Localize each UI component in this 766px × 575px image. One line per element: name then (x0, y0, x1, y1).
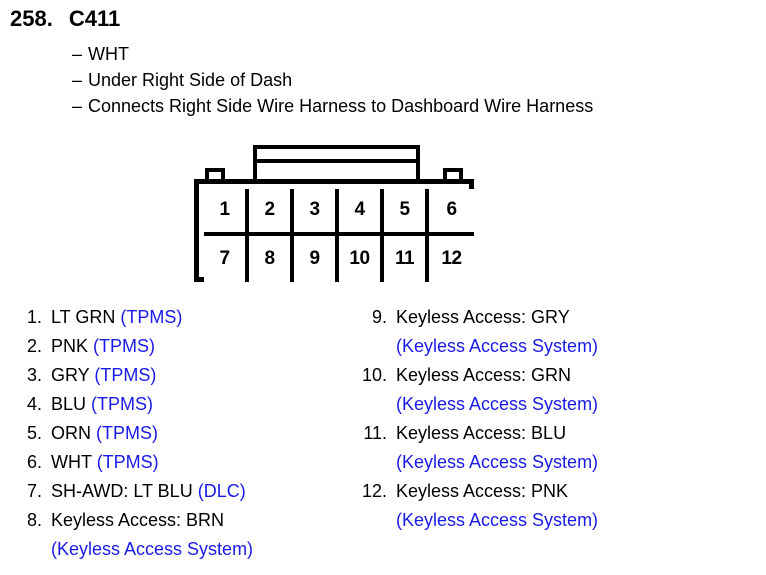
pin-number: 3. (26, 365, 42, 385)
pin-cell-11: 11 (384, 235, 429, 282)
pin-description: Keyless Access: GRN (Keyless Access Syste… (387, 361, 755, 419)
pin-description: Keyless Access: BLU (Keyless Access Syste… (387, 419, 755, 477)
list-item: 6. WHT (TPMS) (16, 448, 346, 477)
connector-attributes: –WHT –Under Right Side of Dash –Connects… (72, 41, 593, 119)
pin-system: (DLC) (197, 481, 246, 501)
pin-wire-color: WHT (51, 452, 92, 472)
list-item: 12. Keyless Access: PNK (Keyless Access S… (355, 477, 755, 535)
pin-wire-color: ORN (51, 423, 91, 443)
pin-system: (TPMS) (94, 365, 157, 385)
pin-description: SH-AWD: LT BLU (DLC) (42, 477, 346, 506)
pin-number: 7. (26, 481, 42, 501)
pin-description: PNK (TPMS) (42, 332, 346, 361)
pin-number: 2. (26, 336, 42, 356)
pin-number: 9. (371, 307, 387, 327)
pin-wire-color: Keyless Access: PNK (396, 481, 569, 501)
pin-cell-8: 8 (249, 235, 294, 282)
pin-number: 4. (26, 394, 42, 414)
pin-description: Keyless Access: GRY (Keyless Access Syste… (387, 303, 755, 361)
pin-number: 5. (26, 423, 42, 443)
pin-description: ORN (TPMS) (42, 419, 346, 448)
connector-diagram: 1 2 3 4 5 6 7 8 9 10 11 12 (194, 145, 474, 282)
attribute-connects: Connects Right Side Wire Harness to Dash… (88, 96, 594, 116)
pin-cell-6: 6 (429, 189, 474, 236)
list-item: 4. BLU (TPMS) (16, 390, 346, 419)
pin-description: Keyless Access: PNK (Keyless Access Syste… (387, 477, 755, 535)
pin-system: (TPMS) (96, 423, 159, 443)
pin-cell-2: 2 (249, 189, 294, 236)
list-item: 2. PNK (TPMS) (16, 332, 346, 361)
item-number: 258. (10, 6, 53, 31)
list-item: 3. GRY (TPMS) (16, 361, 346, 390)
pin-cell-9: 9 (294, 235, 339, 282)
pin-list-right: 9. Keyless Access: GRY (Keyless Access Sy… (355, 303, 755, 535)
connector-latch-tab (253, 145, 420, 183)
attribute-location: Under Right Side of Dash (88, 70, 293, 90)
list-item: 1. LT GRN (TPMS) (16, 303, 346, 332)
pin-cell-7: 7 (204, 235, 249, 282)
connector-body: 1 2 3 4 5 6 7 8 9 10 11 12 (194, 179, 474, 282)
pin-description: Keyless Access: BRN (Keyless Access Syste… (42, 506, 346, 564)
dash-icon: – (72, 44, 83, 64)
pin-system: (TPMS) (93, 336, 156, 356)
pin-cell-12: 12 (429, 235, 474, 282)
attribute-line: –WHT (72, 41, 593, 67)
pin-wire-color: Keyless Access: BRN (51, 510, 225, 530)
pin-list-left: 1. LT GRN (TPMS) 2. PNK (TPMS) 3. GRY (T… (16, 303, 346, 564)
pin-system: (TPMS) (91, 394, 154, 414)
list-item: 9. Keyless Access: GRY (Keyless Access Sy… (355, 303, 755, 361)
list-item: 10. Keyless Access: GRN (Keyless Access S… (355, 361, 755, 419)
connector-id: C411 (68, 6, 121, 31)
pin-system: (Keyless Access System) (396, 394, 599, 414)
list-item: 8. Keyless Access: BRN (Keyless Access Sy… (16, 506, 346, 564)
pin-cell-1: 1 (204, 189, 249, 236)
pin-wire-color: Keyless Access: GRY (396, 307, 570, 327)
pin-wire-color: BLU (51, 394, 87, 414)
attribute-line: –Under Right Side of Dash (72, 67, 593, 93)
list-item: 11. Keyless Access: BLU (Keyless Access S… (355, 419, 755, 477)
pin-cell-4: 4 (339, 189, 384, 236)
pin-cell-5: 5 (384, 189, 429, 236)
pin-description: GRY (TPMS) (42, 361, 346, 390)
pin-system: (Keyless Access System) (51, 539, 254, 559)
connector-pin-grid: 1 2 3 4 5 6 7 8 9 10 11 12 (204, 189, 474, 282)
pin-number: 1. (26, 307, 42, 327)
pin-number: 11. (363, 423, 387, 443)
pin-system: (Keyless Access System) (396, 452, 599, 472)
pin-number: 10. (361, 365, 387, 385)
attribute-color: WHT (88, 44, 129, 64)
pin-description: LT GRN (TPMS) (42, 303, 346, 332)
dash-icon: – (72, 70, 83, 90)
pin-wire-color: PNK (51, 336, 89, 356)
pin-wire-color: SH-AWD: LT BLU (51, 481, 193, 501)
pin-system: (TPMS) (96, 452, 159, 472)
connector-latch-tab-line (257, 159, 416, 163)
pin-system: (TPMS) (120, 307, 183, 327)
pin-system: (Keyless Access System) (396, 510, 599, 530)
pin-cell-10: 10 (339, 235, 384, 282)
page-title: 258. C411 (10, 6, 120, 32)
pin-number: 6. (26, 452, 42, 472)
pin-wire-color: GRY (51, 365, 90, 385)
pin-number: 12. (361, 481, 387, 501)
pin-wire-color: Keyless Access: GRN (396, 365, 572, 385)
pin-number: 8. (26, 510, 42, 530)
pin-wire-color: LT GRN (51, 307, 116, 327)
attribute-line: –Connects Right Side Wire Harness to Das… (72, 93, 593, 119)
pin-description: BLU (TPMS) (42, 390, 346, 419)
pin-description: WHT (TPMS) (42, 448, 346, 477)
list-item: 7. SH-AWD: LT BLU (DLC) (16, 477, 346, 506)
list-item: 5. ORN (TPMS) (16, 419, 346, 448)
pin-cell-3: 3 (294, 189, 339, 236)
pin-system: (Keyless Access System) (396, 336, 599, 356)
dash-icon: – (72, 96, 83, 116)
pin-wire-color: Keyless Access: BLU (396, 423, 567, 443)
